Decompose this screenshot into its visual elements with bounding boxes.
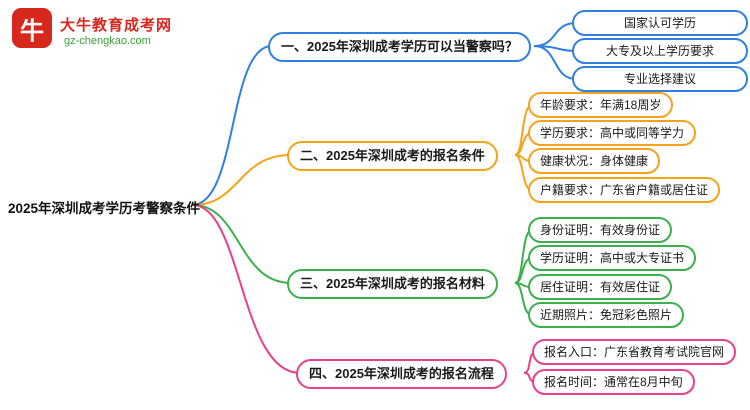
sub-node-4-1: 报名入口：广东省教育考试院官网 — [532, 339, 737, 366]
sub-node-2-4: 户籍要求：广东省户籍或居住证 — [528, 177, 721, 204]
logo-subtitle: gz-chengkao.com — [64, 35, 151, 47]
branch-node-1: 一、2025年深圳成考学历可以当警察吗？ — [268, 32, 531, 62]
branch-node-2: 二、2025年深圳成考的报名条件 — [287, 141, 498, 171]
sub-node-1-2: 大专及以上学历要求 — [572, 38, 748, 65]
branch-node-4: 四、2025年深圳成考的报名流程 — [296, 359, 507, 389]
sub-node-3-4: 近期照片：免冠彩色照片 — [528, 302, 685, 329]
sub-node-2-1: 年龄要求：年满18周岁 — [528, 92, 674, 119]
sub-node-2-2: 学历要求：高中或同等学力 — [528, 120, 697, 147]
logo-title: 大牛教育成考网 — [60, 17, 173, 34]
sub-node-2-3: 健康状况：身体健康 — [528, 148, 661, 175]
sub-node-4-2: 报名时间：通常在8月中旬 — [532, 369, 695, 396]
central-topic: 2025年深圳成考学历考警察条件 — [8, 201, 201, 216]
sub-node-1-1: 国家认可学历 — [572, 10, 748, 37]
logo-bull-icon: 牛 — [12, 8, 52, 48]
branch-1-connectors — [192, 22, 577, 206]
sub-node-1-3: 专业选择建议 — [572, 66, 748, 93]
branch-node-3: 三、2025年深圳成考的报名材料 — [287, 269, 498, 299]
sub-node-3-2: 学历证明：高中或大专证书 — [528, 245, 697, 272]
sub-node-3-3: 居住证明：有效居住证 — [528, 274, 673, 301]
sub-node-3-1: 身份证明：有效身份证 — [528, 217, 673, 244]
